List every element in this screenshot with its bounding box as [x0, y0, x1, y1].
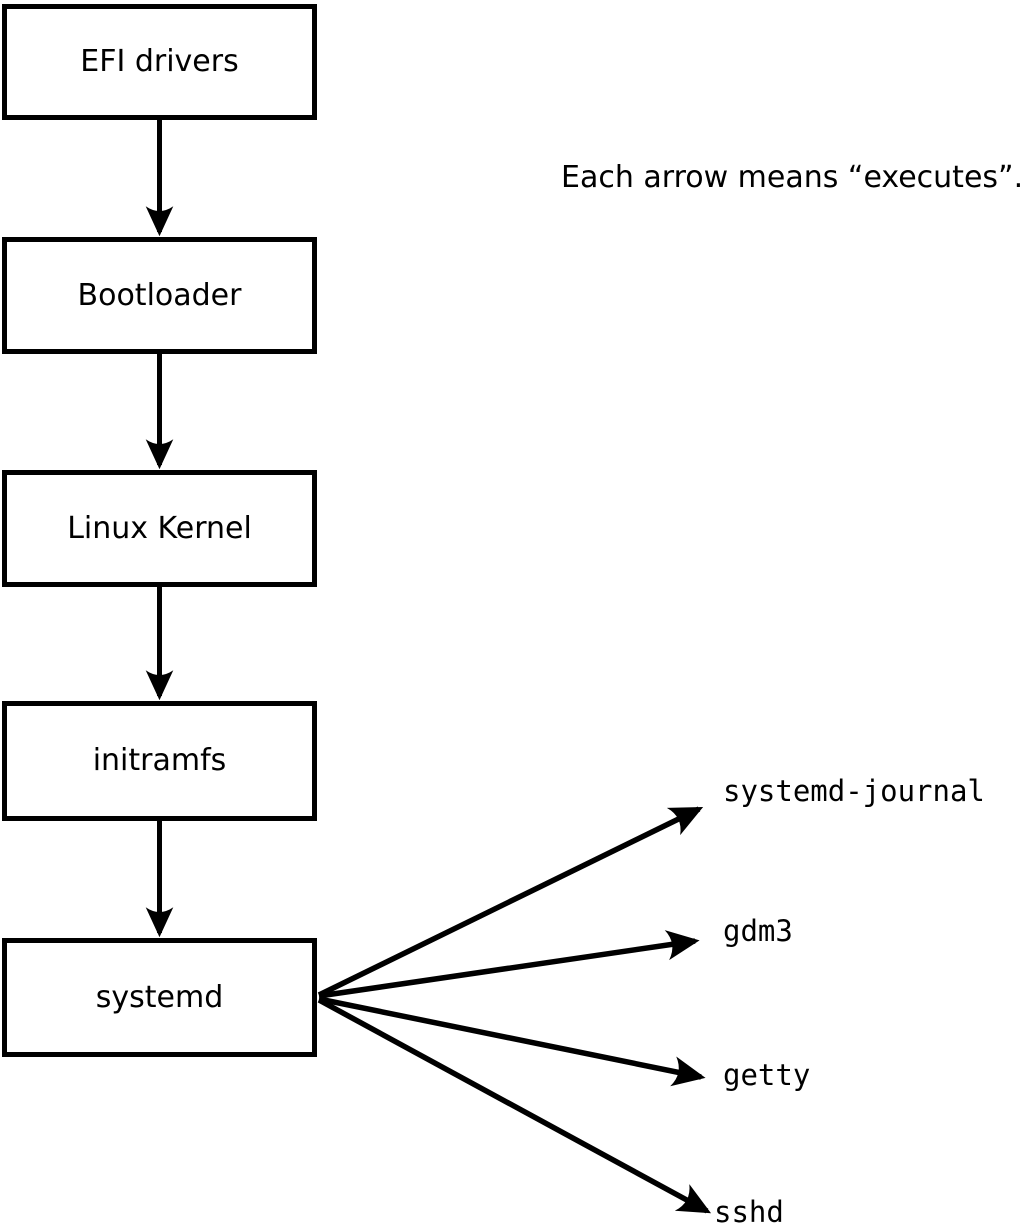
fanout-arrows [317, 806, 712, 1214]
flow-box-label: initramfs [92, 743, 227, 778]
arrow-systemd-to-getty [318, 996, 706, 1087]
flow-box-label: EFI drivers [80, 44, 239, 79]
flow-box-linux-kernel: Linux Kernel [2, 470, 317, 587]
flow-box-bootloader: Bootloader [2, 237, 317, 354]
leaf-label-gdm3: gdm3 [723, 914, 793, 948]
flow-box-systemd: systemd [2, 938, 317, 1057]
arrow-systemd-to-sshd [317, 997, 712, 1214]
arrow-systemd-to-gdm3 [318, 930, 700, 999]
flow-box-initramfs: initramfs [2, 701, 317, 821]
flow-box-label: Bootloader [77, 277, 242, 313]
flow-box-efi-drivers: EFI drivers [2, 4, 317, 120]
leaf-label-getty: getty [723, 1058, 811, 1092]
leaf-label-sshd: sshd [714, 1195, 784, 1229]
flow-box-label: Linux Kernel [67, 510, 252, 546]
arrow-meaning-note: Each arrow means “executes”. [561, 160, 1023, 195]
leaf-label-systemd-journal: systemd-journal [723, 774, 985, 808]
flow-box-label: systemd [95, 979, 224, 1015]
arrow-systemd-to-journal [317, 806, 704, 998]
